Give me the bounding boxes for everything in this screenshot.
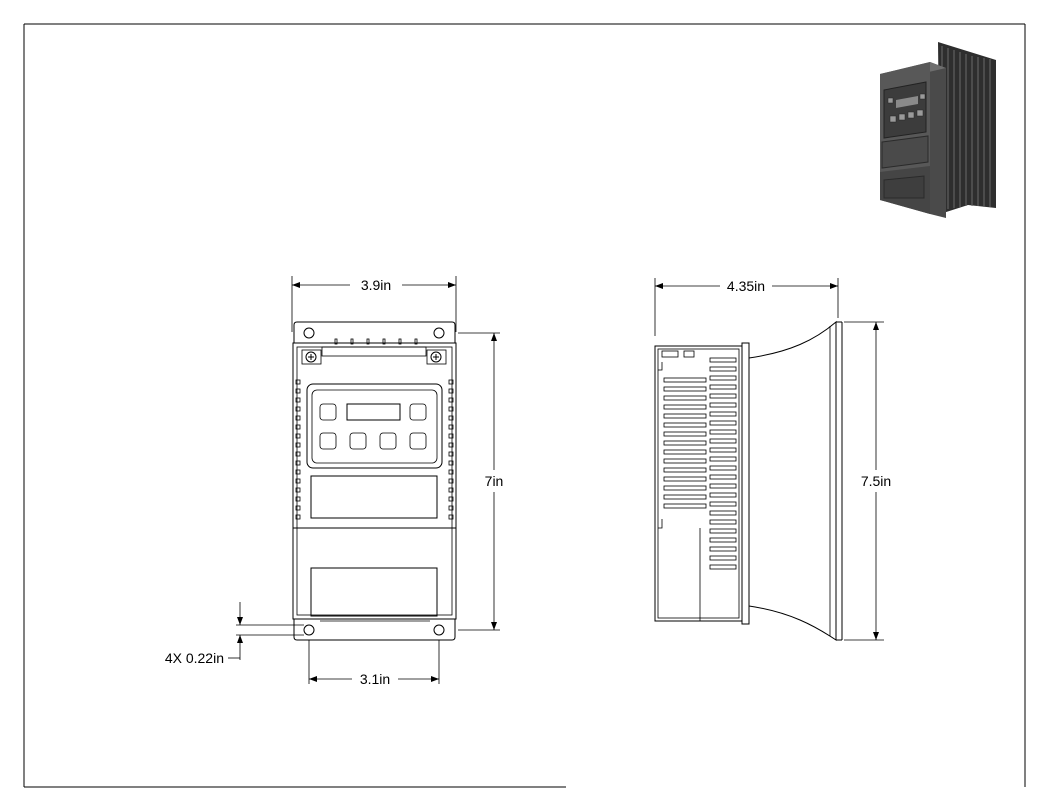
dim-front-height: 7in bbox=[458, 332, 504, 631]
front-view bbox=[292, 321, 457, 641]
screw-terminal-icon bbox=[301, 349, 322, 365]
side-depth-label: 4.35in bbox=[727, 278, 765, 294]
dim-mount-spacing: 3.1in bbox=[308, 640, 440, 687]
dim-side-depth: 4.35in bbox=[654, 278, 839, 336]
dim-front-width: 3.9in bbox=[291, 276, 457, 332]
dim-hole-diameter: 4X 0.22in bbox=[165, 602, 304, 666]
sheet-frame bbox=[23, 23, 1026, 788]
front-width-label: 3.9in bbox=[361, 277, 391, 293]
side-height-label: 7.5in bbox=[861, 473, 891, 489]
hole-diameter-label: 4X 0.22in bbox=[165, 650, 224, 666]
screw-terminal-icon bbox=[426, 349, 447, 365]
side-view bbox=[654, 320, 843, 641]
dim-side-height: 7.5in bbox=[844, 321, 891, 641]
front-height-label: 7in bbox=[485, 473, 504, 489]
drive-3d-render bbox=[880, 42, 996, 218]
mount-spacing-label: 3.1in bbox=[360, 671, 390, 687]
